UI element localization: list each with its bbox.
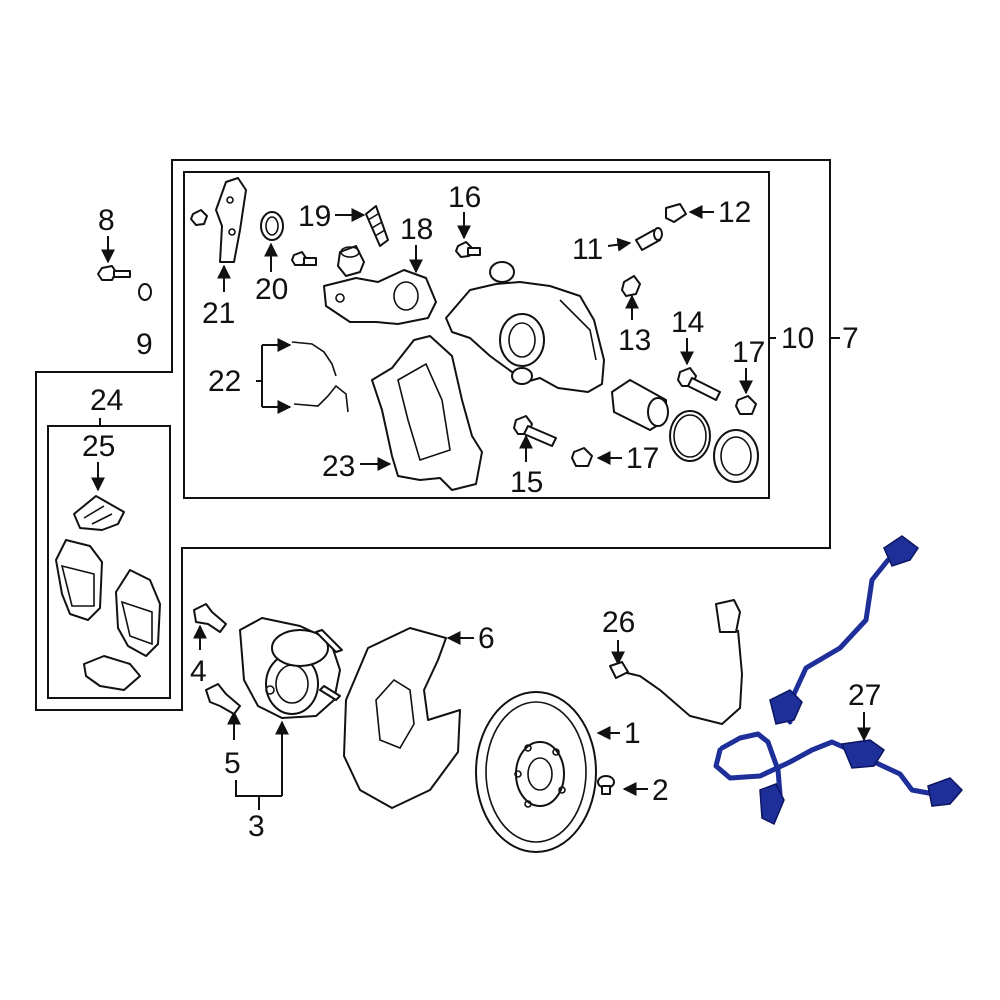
guide-bolt-14 — [677, 367, 721, 401]
pad-kit-frame — [47, 425, 171, 699]
spring-19 — [365, 205, 389, 247]
guide-bolt-15 — [513, 415, 557, 447]
bushing — [337, 245, 365, 277]
boot-17-upper — [735, 395, 757, 415]
leader-lines — [91, 205, 871, 810]
piston — [611, 379, 669, 431]
cap-12 — [665, 203, 687, 223]
brake-pad-outer — [115, 569, 161, 657]
pad-clip-25 — [73, 495, 125, 531]
callout-15: 15 — [510, 466, 543, 499]
brake-hose-26 — [609, 599, 744, 726]
callout-21: 21 — [202, 297, 235, 330]
carrier-23 — [371, 335, 483, 491]
callout-12: 12 — [718, 196, 751, 229]
bolt-16 — [455, 241, 481, 258]
boot-17-lower — [571, 447, 593, 467]
callout-4: 4 — [190, 655, 207, 688]
callout-1: 1 — [624, 717, 641, 750]
caliper-body — [445, 261, 605, 393]
callout-13: 13 — [618, 324, 651, 357]
bolt-8 — [97, 265, 131, 281]
callout-8: 8 — [98, 204, 115, 237]
washer-9 — [138, 283, 152, 301]
piston-seal — [669, 410, 711, 462]
pin-11 — [635, 227, 663, 251]
seal-20 — [260, 211, 284, 241]
callout-16: 16 — [448, 181, 481, 214]
callout-27: 27 — [848, 679, 881, 712]
caliper-subassembly-frame — [183, 171, 770, 499]
guide-bolt-small — [291, 251, 317, 266]
brake-pad-inner — [55, 539, 103, 621]
rotor-screw-2 — [597, 775, 615, 795]
callout-17-lower: 17 — [626, 442, 659, 475]
callout-14: 14 — [671, 306, 704, 339]
bracket-21 — [190, 177, 247, 263]
springs-22 — [291, 341, 349, 413]
callout-9: 9 — [136, 328, 153, 361]
callout-2: 2 — [652, 774, 669, 807]
hub-bearing — [239, 617, 343, 719]
dust-shield-6 — [343, 627, 461, 809]
callout-24: 24 — [90, 384, 123, 417]
dust-boot — [713, 429, 759, 483]
cap-13 — [621, 275, 641, 297]
bracket-18 — [323, 269, 437, 325]
caliper-assembly-frame — [35, 159, 831, 711]
callout-11: 11 — [572, 233, 603, 266]
callout-22: 22 — [208, 365, 241, 398]
abs-sensor-27 — [713, 535, 964, 826]
callout-20: 20 — [255, 273, 288, 306]
callout-17-upper: 17 — [732, 336, 765, 369]
callout-26: 26 — [602, 606, 635, 639]
callout-25: 25 — [82, 430, 115, 463]
callout-18: 18 — [400, 213, 433, 246]
callout-3: 3 — [248, 810, 265, 843]
callout-23: 23 — [322, 450, 355, 483]
callout-6: 6 — [478, 622, 495, 655]
brake-rotor-1 — [475, 691, 597, 853]
callout-19: 19 — [298, 200, 331, 233]
callout-5: 5 — [224, 747, 241, 780]
wheel-stud-5 — [205, 683, 241, 715]
pad-clip-lower — [83, 655, 141, 691]
wheel-stud-4 — [193, 603, 227, 633]
callout-7: 7 — [842, 322, 859, 355]
callout-10: 10 — [781, 322, 814, 355]
